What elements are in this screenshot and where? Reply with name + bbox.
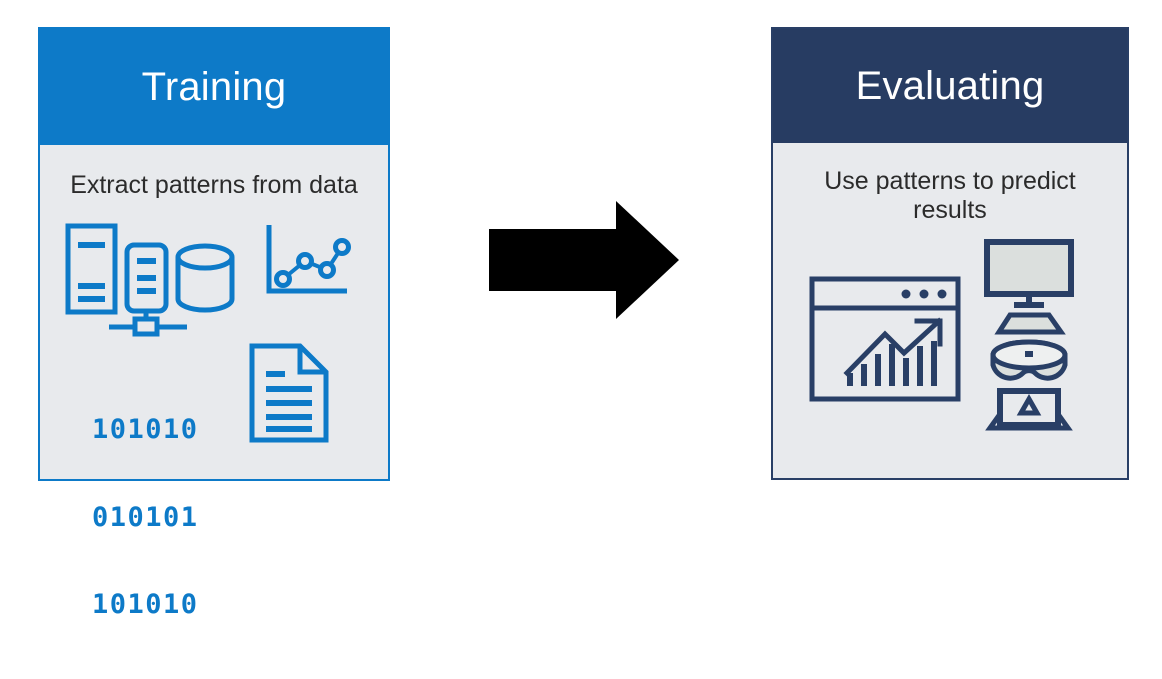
servers-and-database-icon — [65, 223, 235, 343]
binary-row: 010101 — [92, 501, 199, 533]
panel-evaluating-caption: Use patterns to predict results — [824, 167, 1076, 224]
panel-training-caption: Extract patterns from data — [70, 171, 358, 199]
panel-training: Training Extract patterns from data — [38, 27, 390, 619]
binary-row: 101010 — [92, 414, 199, 446]
keyboard-icon — [994, 312, 1066, 335]
devices-icon-group — [983, 239, 1087, 436]
binary-data-icon: 101010 010101 101010 — [92, 357, 234, 678]
panel-training-header: Training — [40, 29, 388, 145]
browser-bar-chart-icon — [809, 276, 961, 407]
line-chart-icon — [264, 221, 352, 308]
monitor-icon — [984, 239, 1074, 308]
laptop-icon — [985, 388, 1073, 431]
panel-evaluating: Evaluating Use patterns to predict resul… — [771, 27, 1129, 480]
flow-arrow — [489, 201, 679, 319]
panel-training-body: Extract patterns from data — [40, 145, 388, 619]
panel-evaluating-header: Evaluating — [773, 29, 1127, 143]
binary-row: 101010 — [92, 589, 199, 621]
vr-headset-icon — [990, 339, 1068, 381]
document-icon — [248, 343, 334, 450]
diagram-canvas: Training Extract patterns from data — [38, 27, 1129, 619]
panel-evaluating-body: Use patterns to predict results — [773, 143, 1127, 478]
